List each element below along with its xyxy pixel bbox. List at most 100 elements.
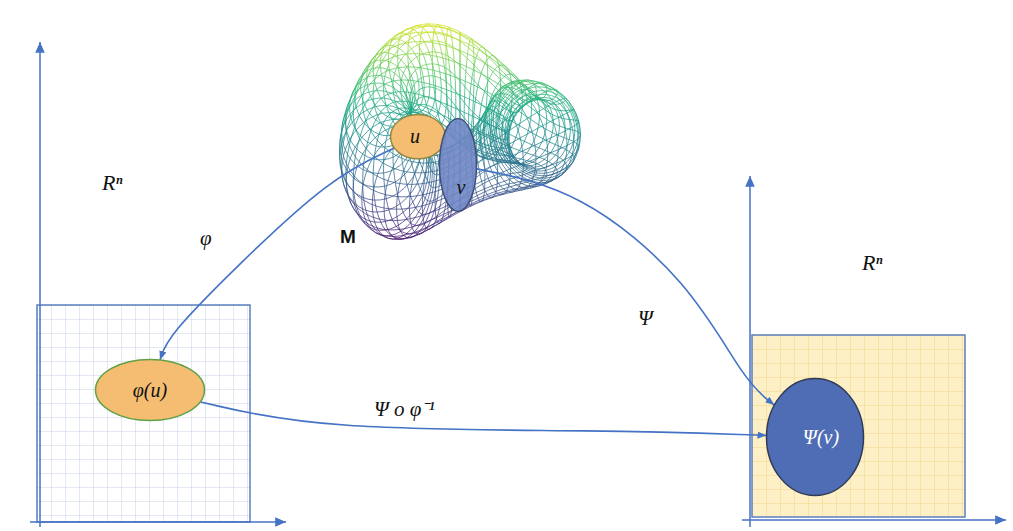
mesh-stroke <box>420 69 422 77</box>
mesh-stroke <box>389 171 392 178</box>
mesh-stroke <box>409 68 410 75</box>
mesh-stroke <box>399 108 402 110</box>
mesh-stroke <box>402 71 405 75</box>
mesh-stroke <box>410 84 412 89</box>
mesh-stroke <box>520 85 521 90</box>
y-axis <box>39 42 41 527</box>
mesh-stroke <box>503 93 507 95</box>
mesh-stroke <box>470 82 472 90</box>
mesh-stroke <box>371 144 376 146</box>
mesh-stroke <box>554 125 556 133</box>
mesh-stroke <box>574 145 576 151</box>
mesh-stroke <box>518 129 520 136</box>
mesh-stroke <box>391 77 393 83</box>
mesh-stroke <box>422 98 423 102</box>
mesh-stroke <box>361 199 362 207</box>
mesh-stroke <box>416 209 420 216</box>
mesh-stroke <box>489 164 491 170</box>
mesh-stroke <box>360 117 363 122</box>
mesh-stroke <box>394 81 398 84</box>
mesh-stroke <box>413 205 418 212</box>
mesh-stroke <box>398 236 403 238</box>
mesh-stroke <box>407 222 412 227</box>
mesh-stroke <box>450 76 452 84</box>
mesh-stroke <box>486 150 488 157</box>
mesh-stroke <box>468 115 469 123</box>
mesh-stroke <box>434 88 436 96</box>
mesh-stroke <box>437 194 438 201</box>
mesh-stroke <box>491 147 492 152</box>
mesh-stroke <box>562 169 566 174</box>
mesh-stroke <box>487 70 488 77</box>
mesh-stroke <box>520 144 523 149</box>
mesh-stroke <box>547 171 553 173</box>
mesh-stroke <box>441 197 442 203</box>
mesh-stroke <box>367 186 373 187</box>
mesh-stroke <box>385 146 390 148</box>
mesh-stroke <box>491 145 493 153</box>
mesh-stroke <box>429 188 431 196</box>
mesh-stroke <box>428 158 429 166</box>
mesh-stroke <box>460 98 461 107</box>
mesh-stroke <box>556 90 562 95</box>
mesh-stroke <box>399 211 405 216</box>
mesh-stroke <box>445 39 446 45</box>
mesh-stroke <box>374 81 375 86</box>
mesh-stroke <box>498 148 501 152</box>
mesh-stroke <box>376 233 381 235</box>
mesh-stroke <box>390 169 395 171</box>
mesh-stroke <box>483 64 485 69</box>
mesh-stroke <box>435 163 437 169</box>
mesh-stroke <box>422 190 425 198</box>
mesh-stroke <box>560 113 563 121</box>
mesh-stroke <box>446 75 447 84</box>
mesh-stroke <box>563 160 565 167</box>
mesh-stroke <box>430 55 432 61</box>
mesh-stroke <box>362 138 366 141</box>
mesh-stroke <box>576 146 578 153</box>
mesh-stroke <box>578 143 579 150</box>
mesh-stroke <box>445 109 447 114</box>
mesh-stroke <box>431 172 432 180</box>
mesh-stroke <box>474 70 475 78</box>
mesh-stroke <box>372 205 373 212</box>
mesh-stroke <box>439 70 440 77</box>
mesh-stroke <box>385 153 389 159</box>
mesh-stroke <box>416 218 420 224</box>
mesh-stroke <box>455 81 456 90</box>
mesh-stroke <box>566 166 570 171</box>
mesh-stroke <box>553 169 558 171</box>
mesh-stroke <box>405 75 408 80</box>
mesh-stroke <box>445 59 446 67</box>
mesh-stroke <box>426 62 428 68</box>
mesh-stroke <box>479 74 481 81</box>
mesh-stroke <box>377 107 380 111</box>
mesh-stroke <box>431 203 433 210</box>
mesh-stroke <box>554 164 556 170</box>
mesh-stroke <box>434 68 435 75</box>
mesh-stroke <box>366 107 369 112</box>
mesh-stroke <box>401 82 403 88</box>
mesh-stroke <box>427 204 430 211</box>
mesh-stroke <box>518 159 521 161</box>
mesh-stroke <box>397 177 402 181</box>
mesh-stroke <box>446 84 447 93</box>
mesh-stroke <box>422 70 423 76</box>
mesh-stroke <box>533 177 539 178</box>
mesh-stroke <box>495 132 496 138</box>
mesh-stroke <box>519 121 521 128</box>
mesh-stroke <box>500 156 502 159</box>
mesh-stroke <box>482 95 484 102</box>
mesh-stroke <box>403 82 406 87</box>
mesh-stroke <box>389 97 392 101</box>
mesh-stroke <box>566 101 570 108</box>
manifold-mesh <box>340 24 581 240</box>
mesh-stroke <box>342 159 344 165</box>
mesh-stroke <box>487 114 488 121</box>
mesh-stroke <box>399 181 401 188</box>
mesh-stroke <box>397 56 398 63</box>
mesh-stroke <box>499 174 503 179</box>
mesh-stroke <box>427 164 428 169</box>
mesh-stroke <box>432 55 433 63</box>
mesh-stroke <box>418 84 419 89</box>
